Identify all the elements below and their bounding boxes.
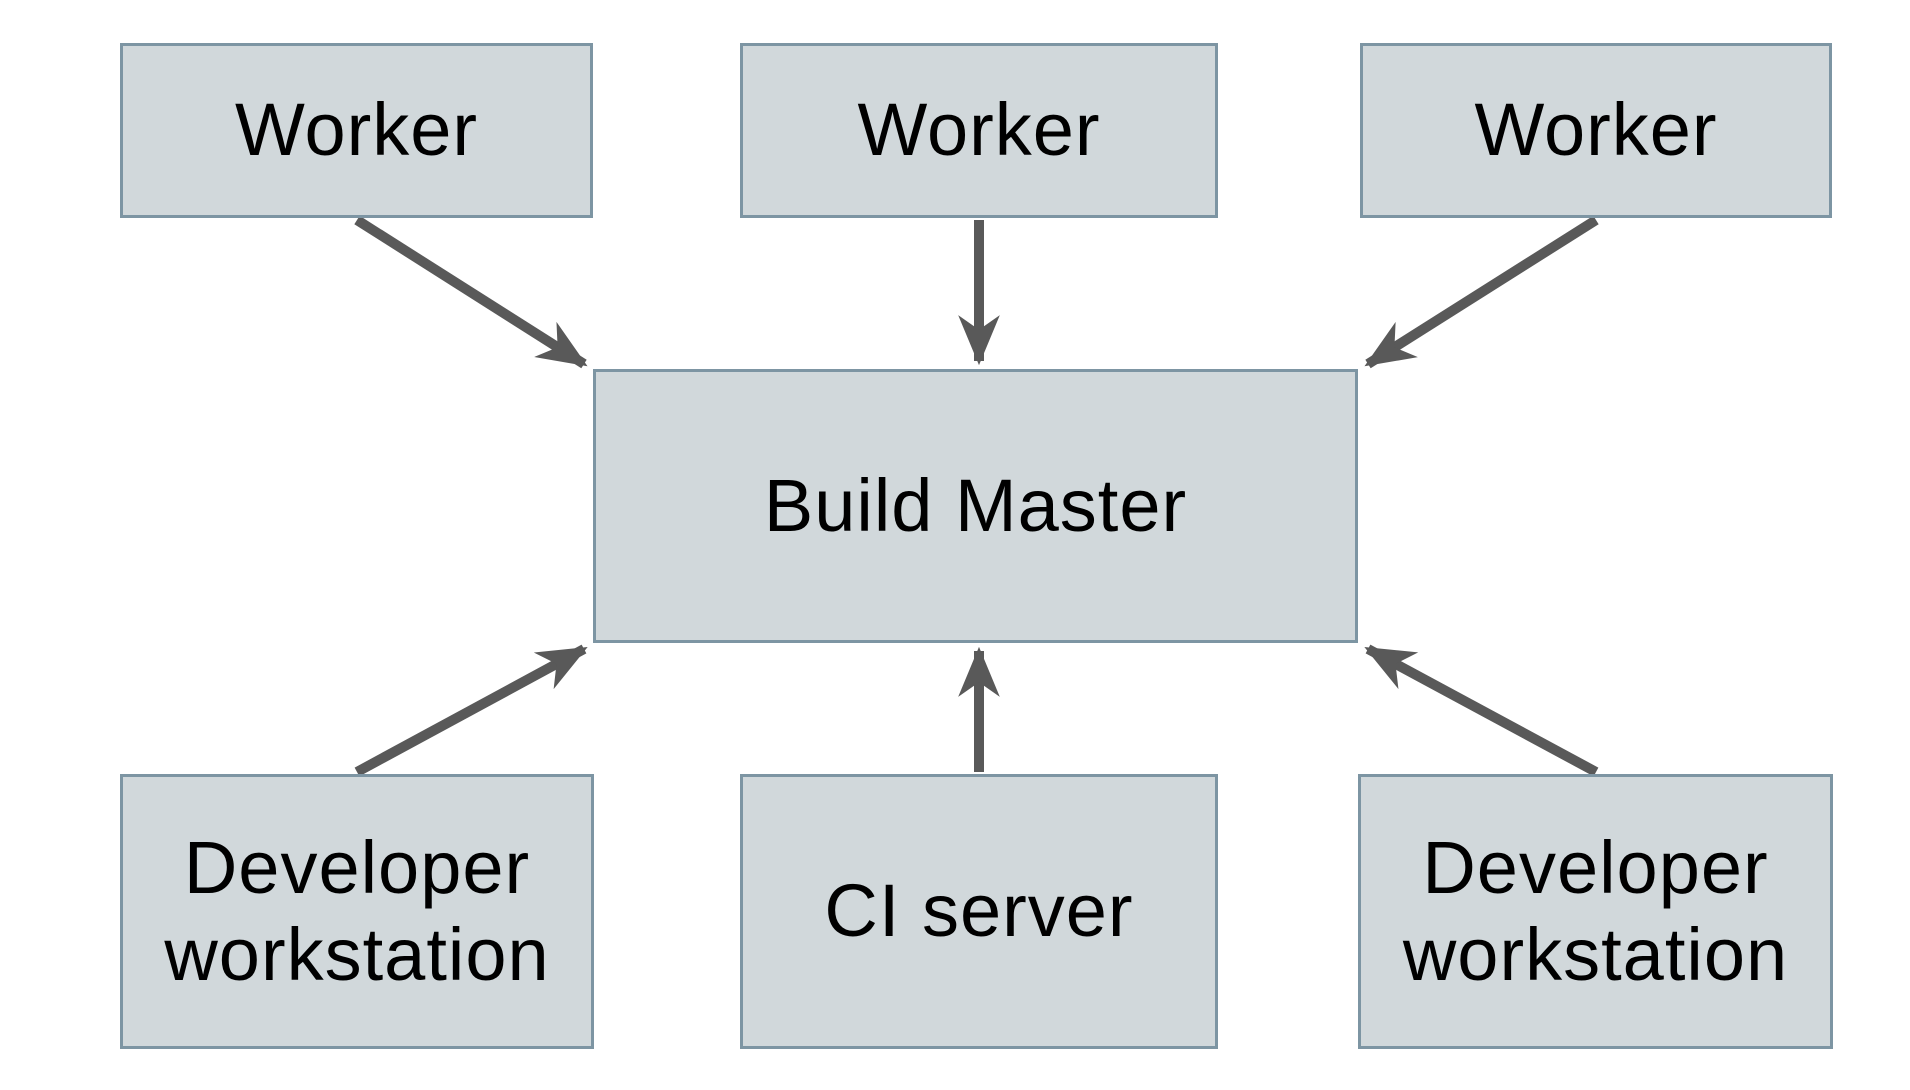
node-ci-server: CI server: [740, 774, 1218, 1049]
arrow-developer-workstation-1-to-build-master: [354, 644, 588, 777]
arrow-developer-workstation-2-to-build-master: [1364, 644, 1599, 777]
node-worker-3: Worker: [1360, 43, 1832, 218]
node-developer-workstation-2-label: Developer workstation: [1402, 825, 1789, 996]
node-developer-workstation-2: Developer workstation: [1358, 774, 1833, 1049]
node-worker-3-label: Worker: [1474, 88, 1718, 172]
node-developer-workstation-1: Developer workstation: [120, 774, 594, 1049]
node-worker-2: Worker: [740, 43, 1218, 218]
arrow-worker-3-to-build-master: [1364, 215, 1599, 369]
arrow-worker-1-to-build-master: [354, 215, 588, 369]
node-worker-2-label: Worker: [857, 88, 1101, 172]
node-build-master-label: Build Master: [763, 463, 1188, 547]
node-build-master: Build Master: [593, 369, 1358, 643]
node-worker-1-label: Worker: [234, 88, 479, 172]
node-ci-server-label: CI server: [824, 869, 1134, 953]
node-worker-1: Worker: [120, 43, 593, 218]
node-developer-workstation-1-label: Developer workstation: [164, 825, 550, 996]
